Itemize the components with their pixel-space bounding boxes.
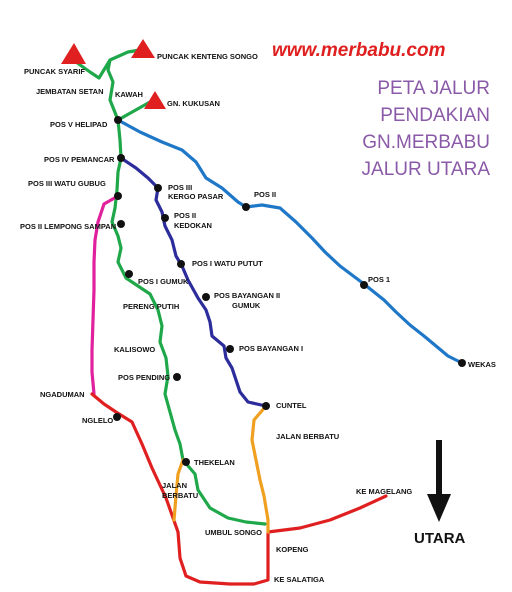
label-pos4-pemancar: POS IV PEMANCAR bbox=[44, 155, 115, 164]
waypoint-pos-pending[interactable] bbox=[173, 373, 181, 381]
label-thekelan: THEKELAN bbox=[194, 458, 235, 467]
label-pos3-watu-gubug: POS III WATU GUBUG bbox=[28, 179, 106, 188]
label-jembatan-setan: JEMBATAN SETAN bbox=[36, 87, 104, 96]
label-pos2-lempong-sampan: POS II LEMPONG SAMPAN bbox=[20, 222, 116, 231]
waypoint-pos1-watu-putut[interactable] bbox=[177, 260, 185, 268]
label-pos3-kergo-pasar-line1: POS III bbox=[168, 183, 192, 192]
waypoint-pos4-pemancar[interactable] bbox=[117, 154, 125, 162]
website-label[interactable]: www.merbabu.com bbox=[272, 40, 446, 61]
label-kalisowo: KALISOWO bbox=[114, 345, 155, 354]
label-ke-salatiga: KE SALATIGA bbox=[274, 575, 325, 584]
label-cuntel: CUNTEL bbox=[276, 401, 307, 410]
label-pereng-putih: PERENG PUTIH bbox=[123, 302, 179, 311]
label-ngaduman: NGADUMAN bbox=[40, 390, 85, 399]
map-title-line-1: PETA JALUR bbox=[377, 78, 490, 99]
waypoint-pos-bayangan-1[interactable] bbox=[226, 345, 234, 353]
label-pos1-wekas: POS 1 bbox=[368, 275, 390, 284]
waypoint-dots bbox=[113, 116, 466, 466]
label-pos-bayangan-1: POS BAYANGAN I bbox=[239, 344, 303, 353]
label-kopeng: KOPENG bbox=[276, 545, 309, 554]
label-pos2-kedokan-line1: POS II bbox=[174, 211, 196, 220]
route-orange-jalan-berbatu-west bbox=[172, 458, 185, 522]
route-green-summit-ridge bbox=[74, 48, 152, 122]
label-pos3-kergo-pasar-line2: KERGO PASAR bbox=[168, 192, 224, 201]
waypoint-pos3-kergo-pasar[interactable] bbox=[154, 184, 162, 192]
peak-triangle-puncak-syarif bbox=[61, 43, 86, 64]
label-pos1-watu-putut: POS I WATU PUTUT bbox=[192, 259, 263, 268]
waypoint-wekas[interactable] bbox=[458, 359, 466, 367]
label-ke-magelang: KE MAGELANG bbox=[356, 487, 412, 496]
waypoint-pos3-watu-gubug[interactable] bbox=[114, 192, 122, 200]
label-puncak-syarif: PUNCAK SYARIF bbox=[24, 67, 85, 76]
route-blue-wekas bbox=[116, 118, 464, 365]
waypoint-thekelan[interactable] bbox=[182, 458, 190, 466]
north-arrow-icon bbox=[427, 440, 451, 522]
waypoint-cuntel[interactable] bbox=[262, 402, 270, 410]
label-pos-pending: POS PENDING bbox=[118, 373, 170, 382]
waypoint-pos-bayangan-2[interactable] bbox=[202, 293, 210, 301]
label-nglelo: NGLELO bbox=[82, 416, 113, 425]
label-pos-bayangan-2-line2: GUMUK bbox=[232, 301, 261, 310]
route-red-road bbox=[90, 392, 388, 586]
route-green-thekelan-kopeng bbox=[110, 118, 267, 526]
waypoint-pos5-helipad[interactable] bbox=[114, 116, 122, 124]
label-wekas: WEKAS bbox=[468, 360, 496, 369]
label-jalan-berbatu-west-line1: JALAN bbox=[162, 481, 187, 490]
peak-triangle-gn-kukusan bbox=[144, 91, 166, 109]
label-pos2-wekas: POS II bbox=[254, 190, 276, 199]
label-kawah: KAWAH bbox=[115, 90, 143, 99]
label-jalan-berbatu-east: JALAN BERBATU bbox=[276, 432, 339, 441]
label-gn-kukusan: GN. KUKUSAN bbox=[167, 99, 220, 108]
map-title-line-4: JALUR UTARA bbox=[362, 159, 491, 180]
waypoint-pos2-kedokan[interactable] bbox=[161, 214, 169, 222]
label-umbul-songo: UMBUL SONGO bbox=[205, 528, 262, 537]
label-pos1-gumuk: POS I GUMUK bbox=[138, 277, 189, 286]
peak-triangle-puncak-kenteng-songo bbox=[131, 39, 155, 58]
route-orange-jalan-berbatu-east bbox=[250, 404, 270, 534]
north-label: UTARA bbox=[414, 530, 466, 547]
label-puncak-kenteng-songo: PUNCAK KENTENG SONGO bbox=[157, 52, 258, 61]
waypoint-pos2-lempong-sampan[interactable] bbox=[117, 220, 125, 228]
waypoint-nglelo[interactable] bbox=[113, 413, 121, 421]
route-magenta-ngaduman bbox=[90, 194, 120, 396]
route-navy-cuntel bbox=[119, 156, 268, 408]
label-pos5-helipad: POS V HELIPAD bbox=[50, 120, 108, 129]
map-title-line-3: GN.MERBABU bbox=[362, 132, 490, 153]
label-pos-bayangan-2-line1: POS BAYANGAN II bbox=[214, 291, 280, 300]
waypoint-pos2-wekas[interactable] bbox=[242, 203, 250, 211]
map-title-line-2: PENDAKIAN bbox=[380, 105, 490, 126]
label-jalan-berbatu-west-line2: BERBATU bbox=[162, 491, 198, 500]
waypoint-pos1-wekas[interactable] bbox=[360, 281, 368, 289]
waypoint-pos1-gumuk[interactable] bbox=[125, 270, 133, 278]
label-pos2-kedokan-line2: KEDOKAN bbox=[174, 221, 212, 230]
